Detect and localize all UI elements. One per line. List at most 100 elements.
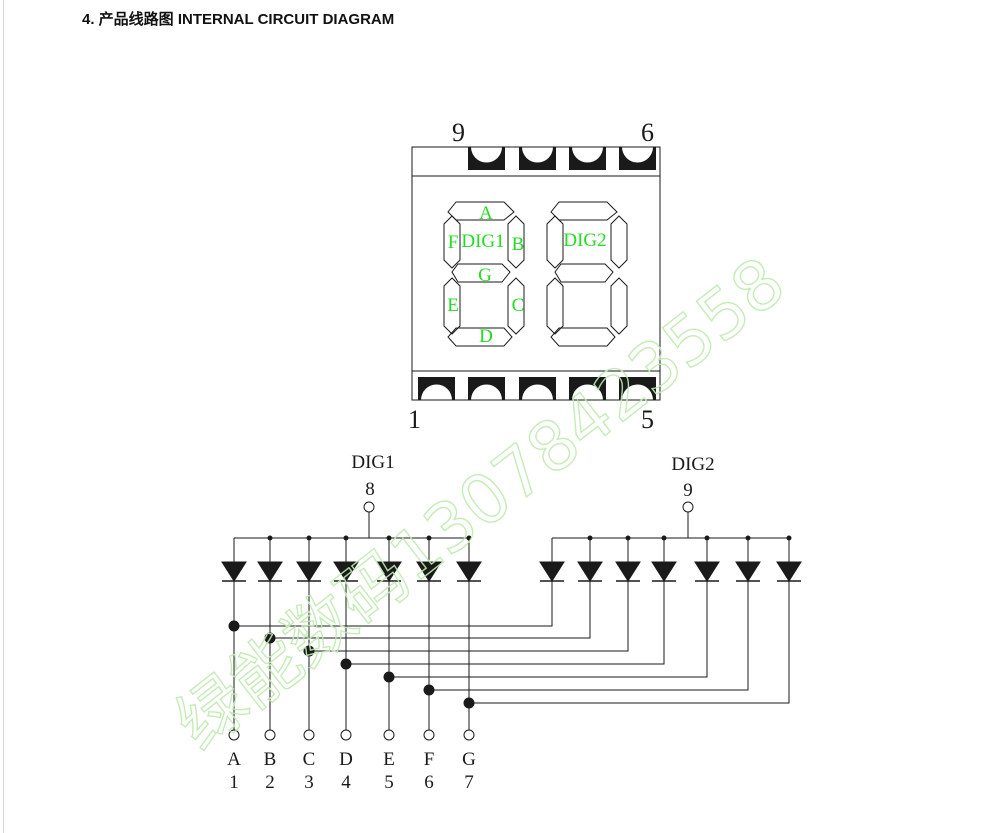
digit-2-bus-junction-5 bbox=[704, 535, 710, 541]
digit-1-bus-junction-4 bbox=[343, 535, 349, 541]
digit-2-bus-junction-6 bbox=[745, 535, 751, 541]
segment-pin-number-4: 4 bbox=[341, 772, 351, 793]
cross-wire-3 bbox=[309, 581, 629, 652]
digit-2-diode-3 bbox=[615, 561, 641, 582]
digit-2-segment-f bbox=[546, 215, 564, 269]
pin-label-6: 6 bbox=[641, 118, 654, 147]
digit-1-diode-3 bbox=[296, 561, 322, 582]
common-2-label: DIG2 bbox=[671, 454, 714, 475]
segment-label-f: F bbox=[448, 232, 459, 253]
cross-wire-4 bbox=[346, 581, 665, 665]
digit-2-diode-2 bbox=[577, 561, 603, 582]
segment-label-g: G bbox=[478, 265, 492, 286]
cross-wire-1 bbox=[234, 581, 553, 627]
bottom-pad-0 bbox=[418, 377, 455, 400]
digit-2-segment-e bbox=[546, 277, 564, 335]
segment-label-c: C bbox=[512, 295, 525, 316]
digit-1-diode-2 bbox=[257, 561, 283, 582]
digit-2-diode-7 bbox=[776, 561, 802, 582]
digit-2-diodes bbox=[539, 535, 802, 582]
segment-pin-name-f: F bbox=[424, 749, 435, 770]
wire-junction-5 bbox=[383, 671, 395, 683]
watermark: 绿能数码13078423558 bbox=[162, 243, 800, 766]
segment-pin-terminal-g bbox=[463, 729, 475, 741]
common-1-terminal bbox=[363, 501, 375, 513]
digit-2-label: DIG2 bbox=[563, 230, 606, 251]
bottom-pad-3 bbox=[569, 377, 606, 400]
digit-1-diode-6 bbox=[416, 561, 442, 582]
common-2-terminal bbox=[682, 501, 694, 513]
digit-1-segment-a bbox=[447, 201, 515, 221]
pin-label-5: 5 bbox=[641, 405, 654, 434]
segment-pin-terminal-d bbox=[340, 729, 352, 741]
segment-pin-number-2: 2 bbox=[265, 772, 275, 793]
digit-1-diodes bbox=[221, 535, 482, 582]
digit-2-bus-junction-2 bbox=[587, 535, 593, 541]
digit-2-diode-1 bbox=[539, 561, 565, 582]
segment-pin-terminal-f bbox=[423, 729, 435, 741]
pin-label-9: 9 bbox=[452, 118, 465, 147]
digit-1-segment-b bbox=[507, 215, 525, 269]
segment-wiring bbox=[228, 581, 790, 730]
digit-1-segment-e bbox=[443, 277, 461, 335]
common-2-pin: 9 bbox=[683, 480, 693, 501]
bottom-pads bbox=[418, 377, 656, 400]
wire-junction-7 bbox=[463, 697, 475, 709]
bottom-pad-4 bbox=[619, 377, 656, 400]
digit-2-bus-junction-3 bbox=[625, 535, 631, 541]
page-edge bbox=[3, 0, 4, 833]
digit-1-bus-junction-3 bbox=[306, 535, 312, 541]
cross-wire-7 bbox=[469, 581, 790, 704]
segment-pin-number-3: 3 bbox=[304, 772, 314, 793]
digit-1-bus-junction-5 bbox=[386, 535, 392, 541]
segment-pin-number-1: 1 bbox=[229, 772, 239, 793]
digit-2-segment-b bbox=[610, 215, 628, 269]
cross-wire-6 bbox=[429, 581, 749, 691]
segment-label-d: D bbox=[479, 326, 493, 347]
digit-1-segment-c bbox=[507, 277, 525, 335]
segment-labels: A B C D E F G DIG1 DIG2 bbox=[447, 203, 606, 347]
wire-junction-4 bbox=[340, 658, 352, 670]
segment-pin-terminal-c bbox=[303, 729, 315, 741]
segment-pin-name-g: G bbox=[462, 749, 476, 770]
segment-pin-terminal-e bbox=[383, 729, 395, 741]
top-pad-1 bbox=[468, 147, 505, 170]
wire-junction-6 bbox=[423, 684, 435, 696]
digit-2-segments bbox=[546, 201, 628, 347]
segment-pin-name-e: E bbox=[383, 749, 395, 770]
digit-1-diode-1 bbox=[221, 561, 247, 582]
segment-pin-terminal-b bbox=[264, 729, 276, 741]
segment-pin-terminal-a bbox=[228, 729, 240, 741]
digit-2-segment-a bbox=[550, 201, 618, 221]
package-outline bbox=[411, 146, 661, 401]
digit-1-label: DIG1 bbox=[461, 231, 504, 252]
digit-1-segments bbox=[443, 201, 525, 347]
wire-junction-3 bbox=[303, 645, 315, 657]
segment-pin-number-7: 7 bbox=[464, 772, 474, 793]
digit-2-segment-c bbox=[610, 277, 628, 335]
top-pad-3 bbox=[569, 147, 606, 170]
package-drawing: 9 6 1 5 A B C D E F G DIG1 DIG2 bbox=[408, 118, 661, 434]
top-pads bbox=[468, 147, 656, 170]
segment-pin-number-5: 5 bbox=[384, 772, 394, 793]
segment-pin-name-c: C bbox=[303, 749, 316, 770]
cross-wire-5 bbox=[389, 581, 708, 678]
pin-label-1: 1 bbox=[408, 405, 421, 434]
common-1-label: DIG1 bbox=[351, 452, 394, 473]
wire-junction-2 bbox=[264, 632, 276, 644]
segment-pin-name-b: B bbox=[264, 749, 277, 770]
digit-1-bus-junction-6 bbox=[426, 535, 432, 541]
wire-junction-1 bbox=[228, 620, 240, 632]
segment-label-e: E bbox=[447, 295, 459, 316]
segment-pin-name-d: D bbox=[339, 749, 353, 770]
digit-1-segment-f bbox=[443, 215, 461, 269]
segment-pin-number-6: 6 bbox=[424, 772, 434, 793]
digit-2-diode-5 bbox=[694, 561, 720, 582]
digit-2-segment-g bbox=[554, 263, 614, 283]
segment-label-a: A bbox=[479, 203, 493, 224]
section-heading: 4. 产品线路图 INTERNAL CIRCUIT DIAGRAM bbox=[82, 11, 395, 28]
